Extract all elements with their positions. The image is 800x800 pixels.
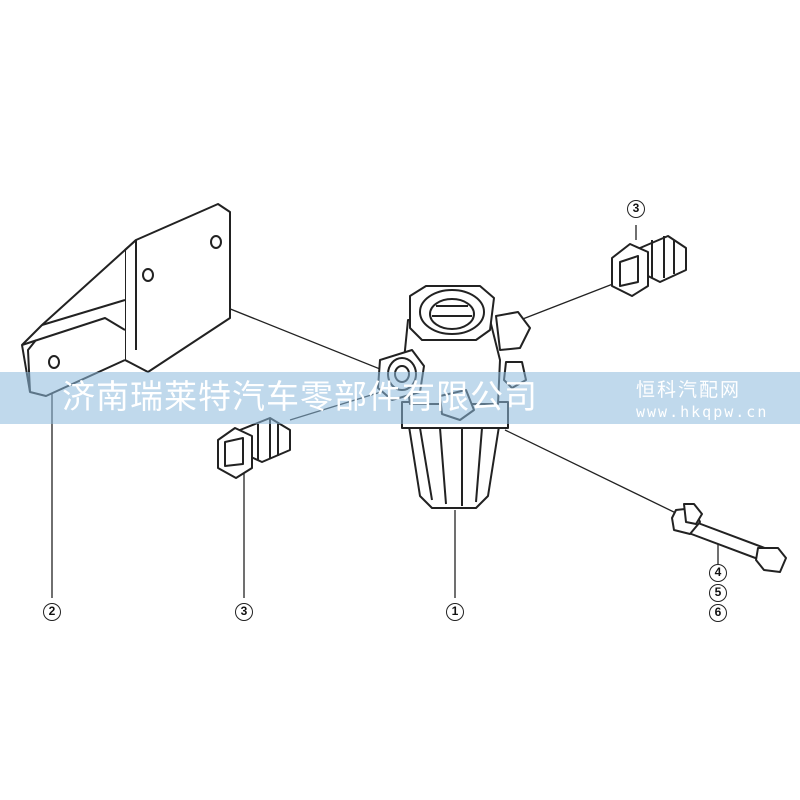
callout-part-3-left: 3 bbox=[235, 603, 253, 621]
bolt-assembly bbox=[671, 503, 787, 573]
watermark-banner bbox=[0, 372, 800, 424]
callout-part-6: 6 bbox=[709, 604, 727, 622]
watermark-site-url: www.hkqpw.cn bbox=[636, 403, 769, 421]
callout-part-4: 4 bbox=[709, 564, 727, 582]
callout-part-5: 5 bbox=[709, 584, 727, 602]
callout-part-1: 1 bbox=[446, 603, 464, 621]
watermark-site-name: 恒科汽配网 bbox=[636, 379, 742, 401]
fitting-right bbox=[611, 235, 687, 297]
fitting-left bbox=[217, 417, 291, 479]
callout-part-3-right: 3 bbox=[627, 200, 645, 218]
watermark-company-text: 济南瑞莱特汽车零部件有限公司 bbox=[62, 377, 538, 416]
callout-part-2: 2 bbox=[43, 603, 61, 621]
valve-body bbox=[377, 285, 531, 509]
mounting-bracket bbox=[21, 203, 231, 397]
